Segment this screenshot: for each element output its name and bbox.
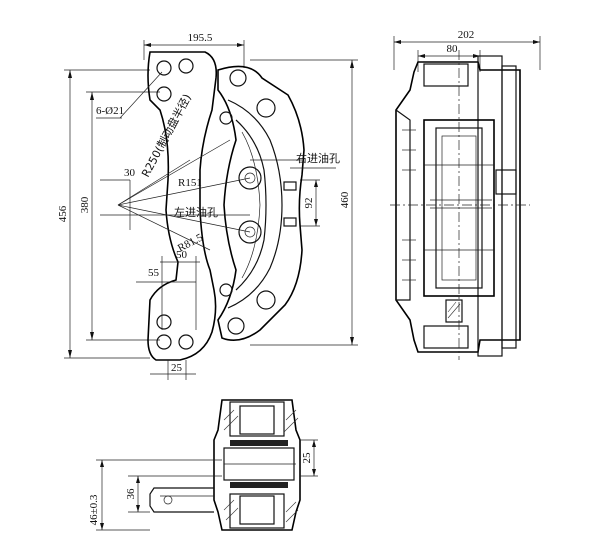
label-left-inlet: 左进油孔: [174, 205, 218, 219]
dim-195-5: 195.5: [188, 32, 213, 44]
dim-55: 55: [148, 267, 160, 279]
dim-r151: R151: [178, 177, 202, 189]
dim-25-bottom: 25: [301, 452, 313, 464]
dim-92: 92: [303, 198, 315, 209]
dim-80: 80: [447, 43, 459, 55]
dim-380: 380: [79, 196, 91, 213]
dim-25-front: 25: [171, 362, 183, 374]
front-view: 195.5 456 380 460 92: [57, 32, 358, 380]
dim-46: 46±0.3: [88, 494, 100, 525]
label-right-inlet: 右进油孔: [296, 151, 340, 165]
dim-36: 36: [125, 488, 137, 500]
dim-30: 30: [124, 167, 136, 179]
bottom-view: 25 36 46±0.3: [88, 399, 318, 531]
dim-456: 456: [57, 205, 69, 222]
dim-6-d21: 6-Ø21: [96, 105, 124, 117]
dim-202: 202: [458, 29, 475, 41]
dim-r250: R250(制动盘半径): [138, 91, 194, 179]
dim-460: 460: [339, 191, 351, 208]
side-view: 202 80: [390, 29, 541, 360]
dim-50: 50: [176, 249, 188, 261]
